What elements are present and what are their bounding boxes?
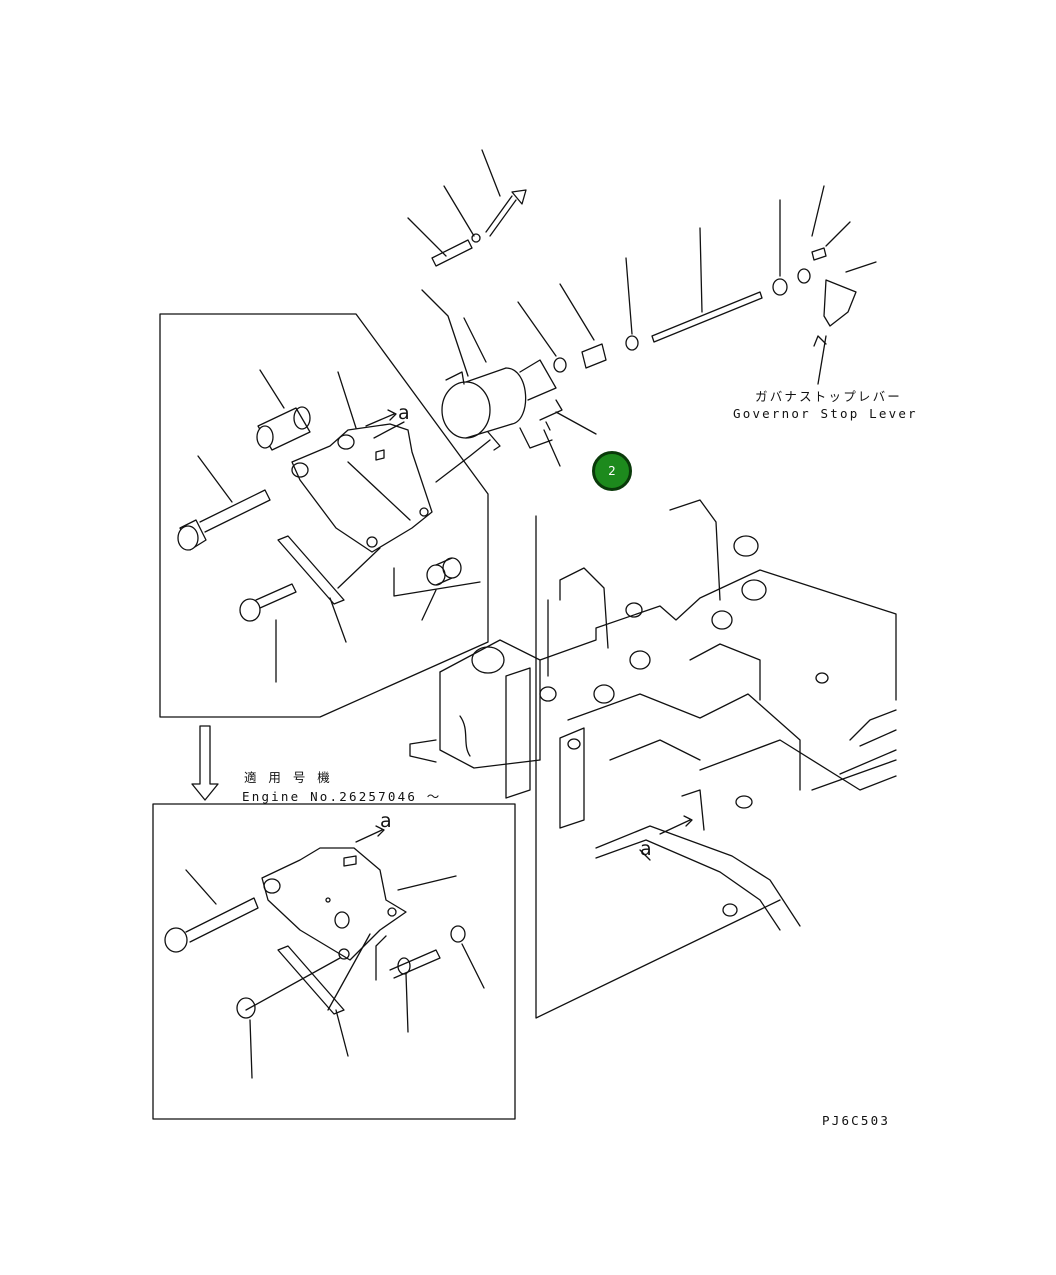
plate-part <box>277 535 345 605</box>
lower-washer <box>450 925 466 943</box>
engine-number-label: Engine No.26257046 ～ <box>242 789 442 804</box>
stop-solenoid <box>441 359 557 451</box>
view-ref-a-upper: a <box>398 402 410 424</box>
upper-inset-leaders <box>197 369 481 683</box>
long-bolt-part <box>177 489 271 551</box>
lower-bracket <box>261 847 407 961</box>
short-bolt-part <box>239 583 297 622</box>
view-ref-a-lower: a <box>380 810 392 832</box>
bracket-part <box>291 423 433 553</box>
upper-detail-frame <box>159 313 489 718</box>
governor-stop-lever-en-label: Governor Stop Lever <box>733 406 918 421</box>
lower-detail-frame <box>152 803 516 1120</box>
view-ref-a-head: a <box>640 838 652 860</box>
spacer-part <box>426 557 462 586</box>
solenoid-hardware <box>431 189 857 431</box>
ref-arrow-lower <box>355 825 385 843</box>
governor-stop-lever-jp-label: ガバナストップレバー <box>755 389 903 404</box>
solenoid-leaders <box>407 149 877 483</box>
lower-nut <box>236 997 256 1019</box>
sleeve-part <box>256 406 311 451</box>
applicable-serial-jp-label: 適 用 号 機 <box>244 770 332 785</box>
down-arrow <box>191 725 219 801</box>
callout-badge-2[interactable]: 2 <box>592 451 632 491</box>
drawing-code-label: PJ6C503 <box>822 1113 891 1128</box>
lower-stud <box>389 949 441 979</box>
lower-plate <box>277 945 345 1015</box>
lower-inset-leaders <box>185 869 485 1079</box>
ref-arrow-upper <box>365 409 397 427</box>
cylinder-head <box>409 499 897 1019</box>
lower-bolt <box>164 897 259 953</box>
ref-arrow-head <box>659 815 693 835</box>
